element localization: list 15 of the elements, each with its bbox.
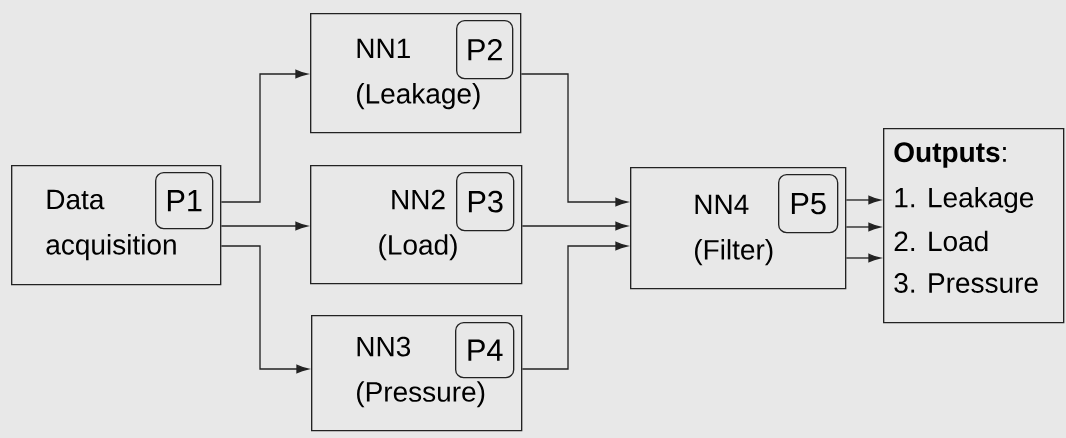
rounded-tag: P1: [155, 172, 214, 230]
arrow: [845, 253, 881, 263]
arrow: [521, 241, 628, 370]
rounded-tag: P5: [778, 174, 839, 234]
arrow: [220, 221, 308, 231]
output-box: Outputs: 1. Leakage 2. Load 3. Pressure: [883, 128, 1065, 324]
rounded-tag: P4: [455, 322, 515, 379]
arrow: [845, 195, 881, 205]
arrow: [521, 221, 628, 231]
arrow: [845, 222, 881, 232]
rounded-tag: P2: [456, 20, 514, 80]
arrow: [220, 245, 309, 374]
arrow: [220, 69, 308, 203]
rounded-tag: P3: [456, 172, 515, 232]
arrow: [520, 73, 628, 207]
